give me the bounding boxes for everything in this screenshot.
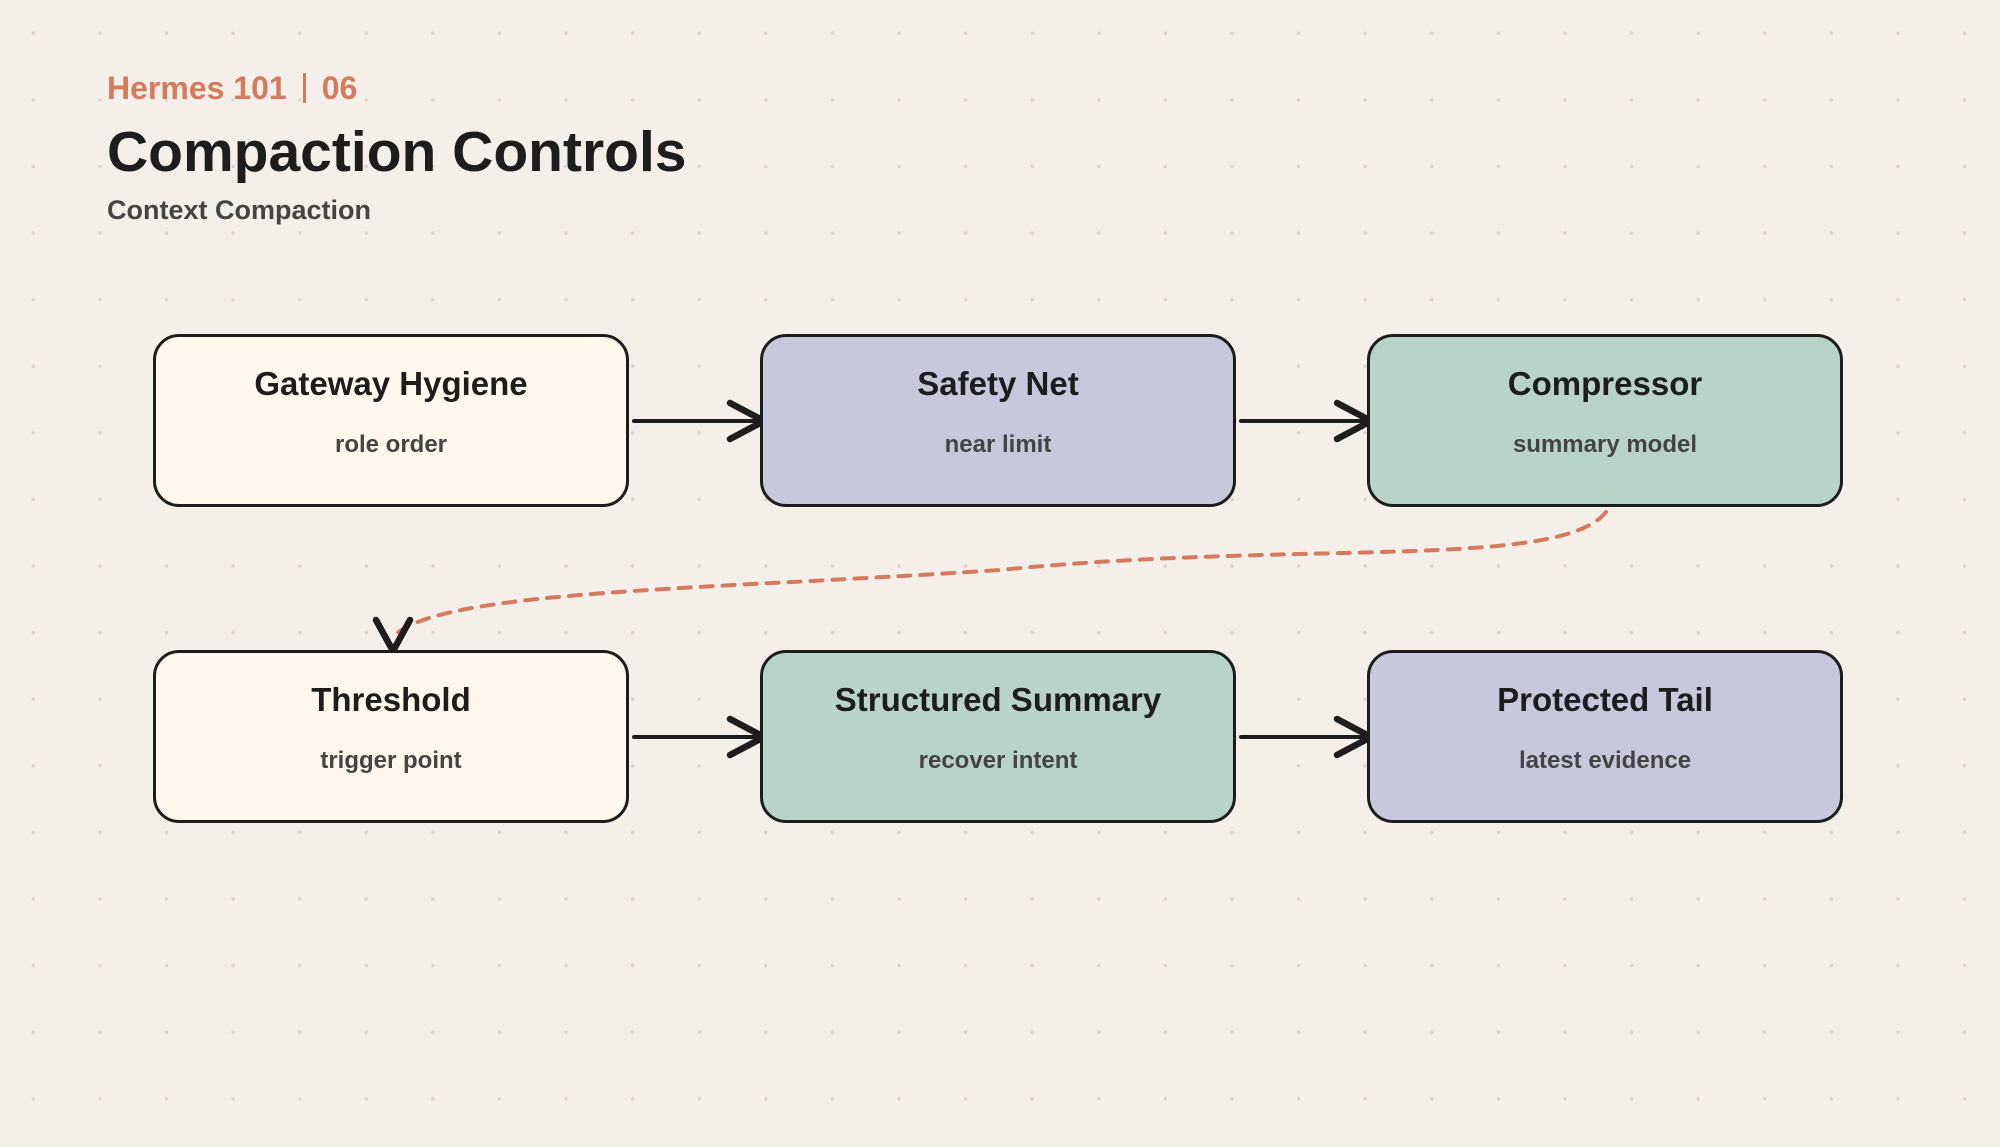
node-threshold: Threshold trigger point <box>153 650 629 823</box>
node-title: Structured Summary <box>834 681 1162 718</box>
node-subtitle: role order <box>334 431 448 458</box>
page-title: Compaction Controls <box>107 120 687 184</box>
header: Hermes 101 06 Compaction Controls Contex… <box>107 68 687 226</box>
node-subtitle: near limit <box>944 431 1052 458</box>
arrow-threshold-to-summary <box>632 715 768 759</box>
separator <box>302 73 306 103</box>
node-gateway-hygiene: Gateway Hygiene role order <box>153 334 629 507</box>
node-compressor: Compressor summary model <box>1367 334 1843 507</box>
arrow-safety-to-compressor <box>1239 399 1375 443</box>
node-title: Safety Net <box>917 365 1079 402</box>
node-subtitle: trigger point <box>320 747 462 774</box>
node-subtitle: latest evidence <box>1518 747 1692 774</box>
arrow-summary-to-tail <box>1239 715 1375 759</box>
node-title: Threshold <box>311 681 471 718</box>
arrow-gateway-to-safety <box>632 399 768 443</box>
node-subtitle: summary model <box>1512 431 1698 458</box>
series-number: 06 <box>321 70 358 106</box>
node-structured-summary: Structured Summary recover intent <box>760 650 1236 823</box>
node-subtitle: recover intent <box>918 747 1078 774</box>
series-label: Hermes 101 <box>107 70 287 106</box>
node-title: Compressor <box>1507 365 1703 402</box>
eyebrow: Hermes 101 06 <box>107 68 687 108</box>
page-subtitle: Context Compaction <box>107 195 372 225</box>
node-title: Gateway Hygiene <box>254 365 528 402</box>
arrow-compressor-to-threshold <box>372 510 1608 655</box>
node-safety-net: Safety Net near limit <box>760 334 1236 507</box>
node-protected-tail: Protected Tail latest evidence <box>1367 650 1843 823</box>
node-title: Protected Tail <box>1497 681 1713 718</box>
